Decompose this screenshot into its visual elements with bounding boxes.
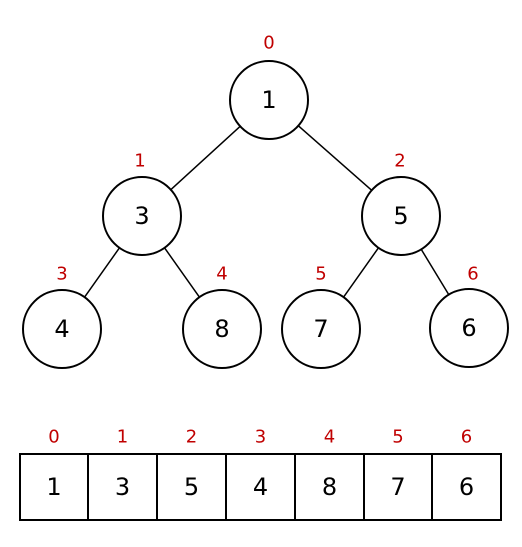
tree-nodes: 1 3 5 4 8 7 6 [22, 60, 509, 369]
tree-node: 7 [281, 289, 361, 369]
array-index-label: 2 [186, 427, 197, 448]
tree-node-circle [22, 289, 102, 369]
array-index-label: 0 [48, 427, 59, 448]
array-cell: 6 [431, 453, 502, 521]
array-index-label: 6 [461, 427, 472, 448]
tree-edge [83, 247, 121, 298]
tree-node-index-label: 0 [263, 33, 274, 54]
array-index-label: 4 [324, 427, 335, 448]
tree-node: 1 [229, 60, 309, 140]
array-cell-box [431, 453, 502, 521]
array-cell-value: 1 [46, 473, 61, 501]
tree-edge [342, 247, 380, 298]
tree-node-value: 1 [261, 86, 276, 114]
tree-node-value: 7 [313, 315, 328, 343]
tree-node-value: 6 [461, 314, 476, 342]
tree-node: 4 [22, 289, 102, 369]
array-cell-box [294, 453, 365, 521]
array-index-label: 5 [392, 427, 403, 448]
tree-edge [163, 247, 201, 298]
array-index-labels: 0 1 2 3 4 5 6 [48, 427, 472, 448]
tree-node: 6 [429, 288, 509, 368]
tree-index-labels: 0 1 2 3 4 5 6 [56, 33, 478, 285]
tree-node-index-label: 6 [467, 264, 478, 285]
tree-node-value: 8 [214, 315, 229, 343]
tree-node: 3 [102, 176, 182, 256]
array-index-label: 1 [117, 427, 128, 448]
tree-edge [170, 125, 241, 191]
tree-node-index-label: 3 [56, 264, 67, 285]
array-cell: 3 [87, 453, 158, 521]
array-index-label: 3 [255, 427, 266, 448]
tree-node-index-label: 5 [315, 264, 326, 285]
tree-node-index-label: 4 [216, 264, 227, 285]
array-cell: 4 [225, 453, 296, 521]
array-cell-box [363, 453, 433, 521]
array-cell-value: 3 [115, 473, 130, 501]
array-cell-value: 6 [459, 473, 474, 501]
array-cell: 1 [19, 453, 89, 521]
tree-node-circle [229, 60, 309, 140]
tree-node-circle [102, 176, 182, 256]
heap-array: 1 3 5 4 8 7 6 [19, 453, 502, 521]
tree-node-circle [182, 289, 262, 369]
array-cell-box [19, 453, 89, 521]
tree-node-value: 4 [54, 315, 69, 343]
array-cell: 7 [363, 453, 433, 521]
tree-node-circle [281, 289, 361, 369]
array-cell-value: 4 [253, 473, 268, 501]
array-cell-box [87, 453, 158, 521]
array-cell-value: 8 [322, 473, 337, 501]
tree-node-circle [361, 176, 441, 256]
array-cell-value: 5 [184, 473, 199, 501]
array-cell: 5 [156, 453, 227, 521]
tree-node-value: 5 [393, 202, 408, 230]
array-cell-value: 7 [390, 473, 405, 501]
array-cell: 8 [294, 453, 365, 521]
tree-edges [83, 125, 450, 298]
tree-node: 5 [361, 176, 441, 256]
tree-node-index-label: 2 [394, 151, 405, 172]
tree-node-value: 3 [134, 202, 149, 230]
tree-edge [297, 125, 373, 191]
tree-node-index-label: 1 [134, 151, 145, 172]
array-cell-box [156, 453, 227, 521]
tree-node-circle [429, 288, 509, 368]
tree-edge [420, 248, 450, 296]
tree-node: 8 [182, 289, 262, 369]
